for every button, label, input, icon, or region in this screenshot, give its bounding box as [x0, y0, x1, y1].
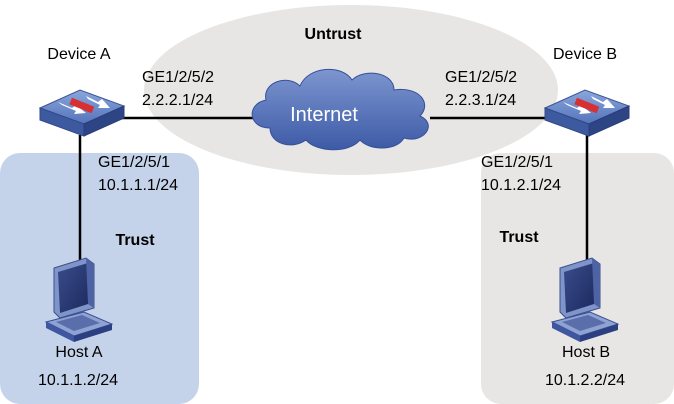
desktop-pc-icon: [550, 257, 620, 342]
firewall-device-icon: [543, 89, 631, 137]
device-b-wan-interface: GE1/2/5/2: [445, 69, 517, 86]
host-b-ip: 10.1.2.2/24: [545, 372, 625, 389]
internet-label: Internet: [290, 104, 358, 126]
device-a-wan-interface: GE1/2/5/2: [142, 69, 214, 86]
host-a-ip: 10.1.1.2/24: [38, 372, 118, 389]
host-b-name: Host B: [562, 344, 610, 361]
device-b-lan-ip: 10.1.2.1/24: [481, 177, 561, 194]
cloud-icon: [251, 68, 429, 151]
device-a-wan-ip: 2.2.2.1/24: [142, 92, 213, 109]
trust-zone-left: [0, 153, 199, 404]
device-b-name: Device B: [553, 46, 617, 63]
untrust-zone-label: Untrust: [305, 26, 363, 43]
firewall-device-icon: [38, 89, 126, 137]
device-b-wan-ip: 2.2.3.1/24: [445, 92, 516, 109]
host-a-name: Host A: [55, 344, 102, 361]
device-a-name: Device A: [47, 46, 110, 63]
trust-zone-left-label: Trust: [115, 232, 155, 249]
trust-zone-right-label: Trust: [499, 229, 539, 246]
device-b-lan-interface: GE1/2/5/1: [481, 154, 553, 171]
desktop-pc-icon: [44, 257, 114, 342]
device-a-lan-ip: 10.1.1.1/24: [98, 177, 178, 194]
device-a-lan-interface: GE1/2/5/1: [98, 154, 170, 171]
